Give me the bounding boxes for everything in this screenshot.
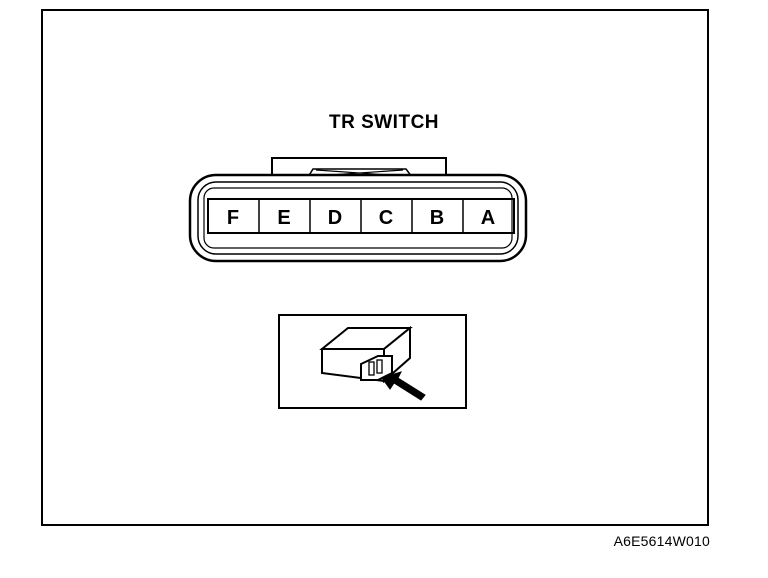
connector-view-arrow-icon: [319, 325, 426, 401]
pin-label-f: F: [227, 207, 239, 229]
pin-label-c: C: [379, 207, 393, 229]
connector-view-box: [278, 314, 467, 409]
figure-code: A6E5614W010: [613, 533, 710, 549]
diagram-frame: [41, 9, 709, 526]
connector-face: F E D C B A: [188, 157, 528, 263]
pin-label-d: D: [328, 207, 342, 229]
pin-label-a: A: [481, 207, 495, 229]
pin-label-b: B: [430, 207, 444, 229]
pin-dividers: [258, 199, 464, 233]
diagram-title: TR SWITCH: [328, 112, 440, 133]
pin-label-e: E: [277, 207, 290, 229]
